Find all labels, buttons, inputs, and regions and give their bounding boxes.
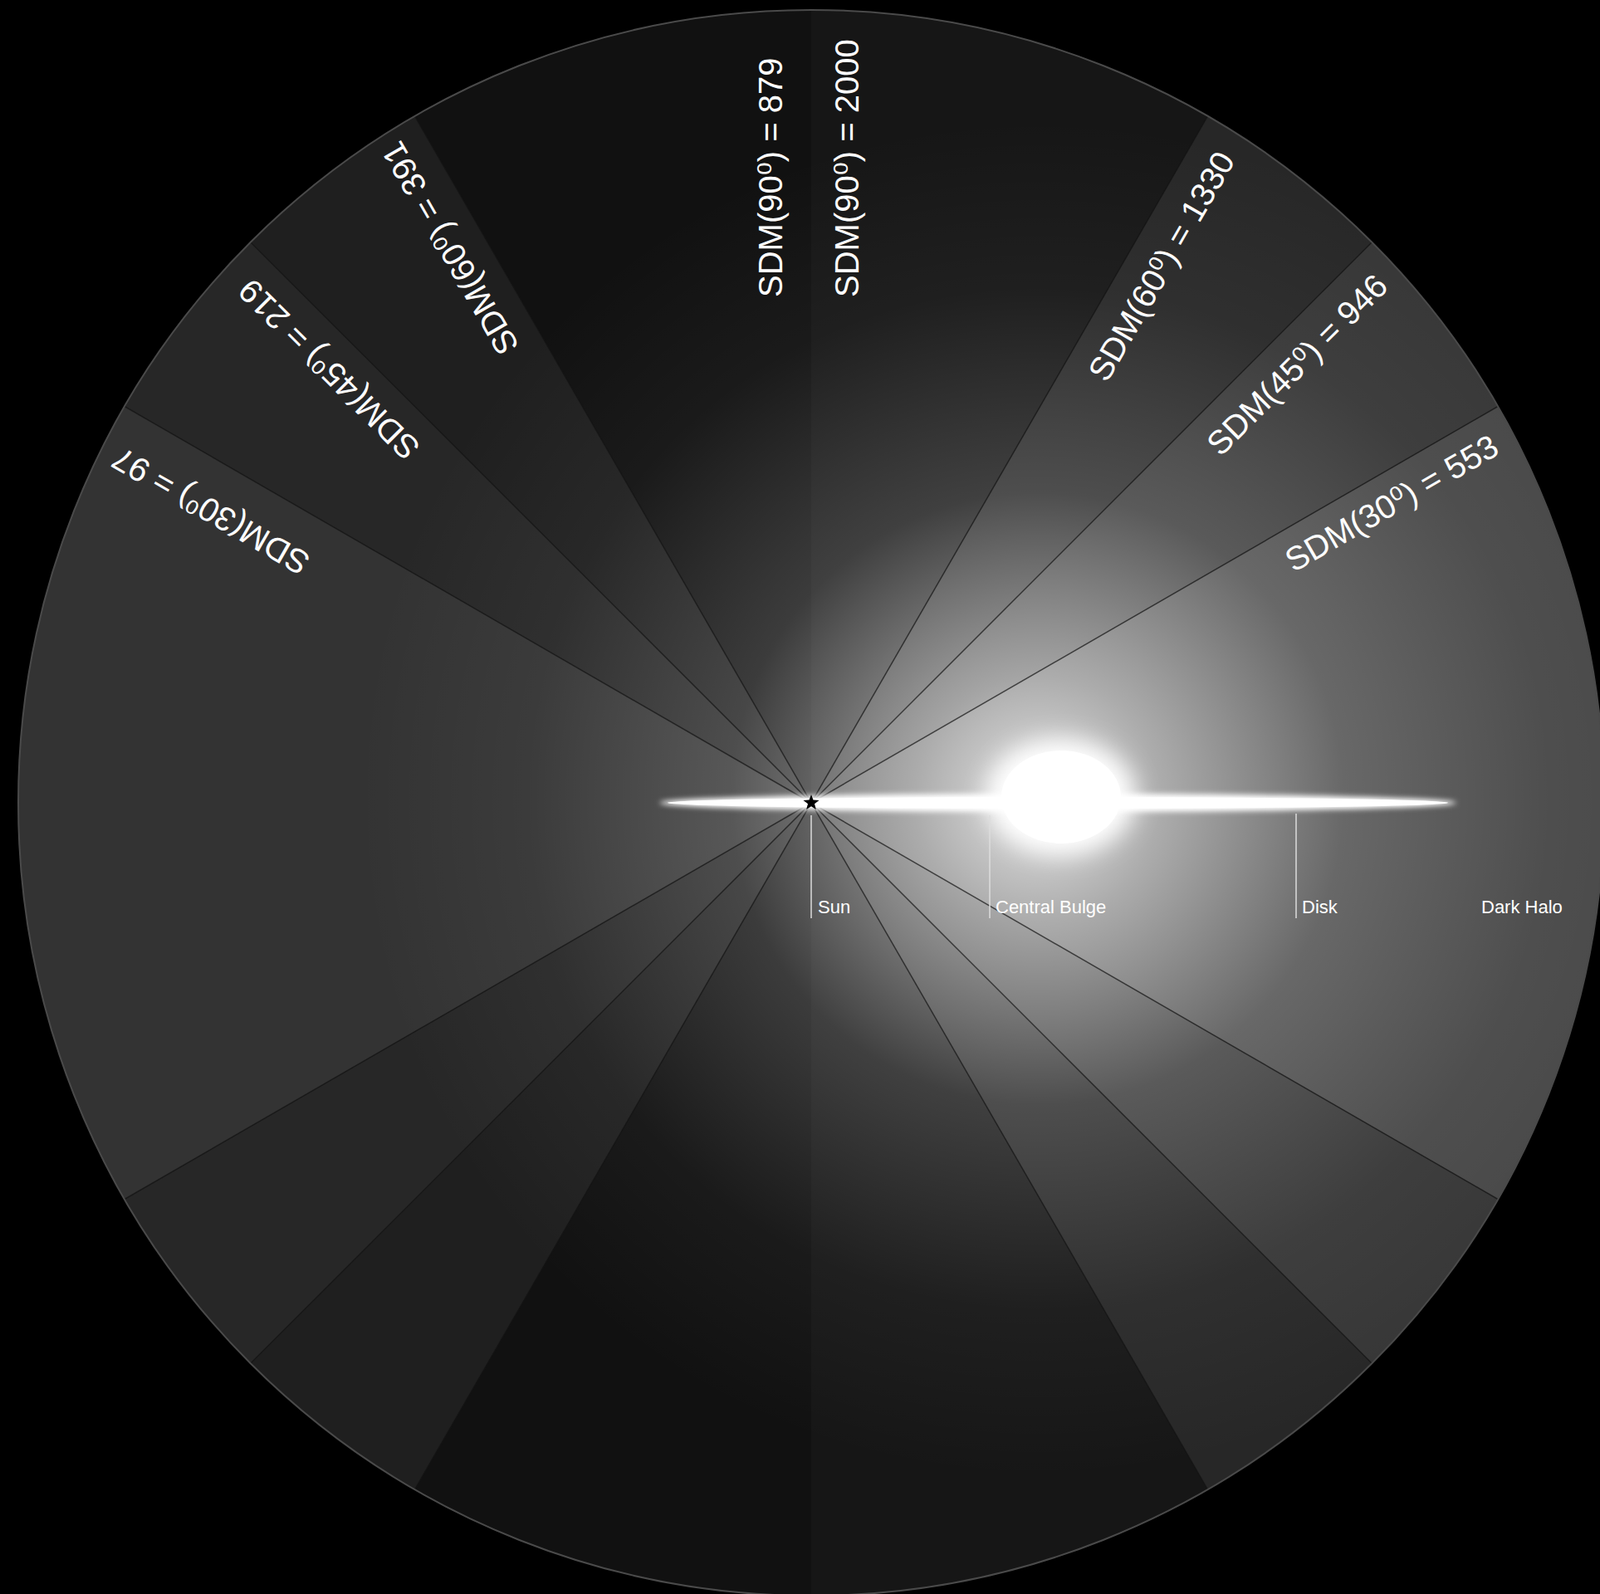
dark-halo-outline <box>18 9 1600 1594</box>
sector-line <box>124 802 812 1200</box>
sector-line <box>250 242 812 803</box>
halo-glow <box>18 9 1600 1594</box>
sector-line <box>811 406 1498 804</box>
part-name: Central Bulge <box>995 898 1106 917</box>
view-sectors <box>14 5 1600 1594</box>
sector-line <box>811 802 1372 1364</box>
sector-line <box>415 802 813 1490</box>
part-name: Sun <box>817 898 851 917</box>
bulge-tick <box>988 815 991 919</box>
galactic-disk-core <box>667 797 1449 809</box>
sector-value: SDM(90⁰) = 879 <box>753 58 788 298</box>
sector-line <box>811 802 1209 1490</box>
sector-value: SDM(90⁰) = 2000 <box>830 39 864 298</box>
sector-line <box>124 406 812 804</box>
sector-lines <box>124 116 1498 1490</box>
sector-line <box>811 116 1209 803</box>
sector-line <box>811 242 1372 803</box>
sun-tick <box>810 815 813 919</box>
sector-line <box>811 802 1498 1200</box>
disk-tick <box>1295 813 1297 919</box>
sector-line <box>415 116 813 803</box>
part-name: Disk <box>1301 898 1338 917</box>
galactic-disk <box>659 793 1457 813</box>
part-name: Dark Halo <box>1481 898 1563 917</box>
sector-line <box>250 802 812 1364</box>
sun-star <box>802 794 819 810</box>
